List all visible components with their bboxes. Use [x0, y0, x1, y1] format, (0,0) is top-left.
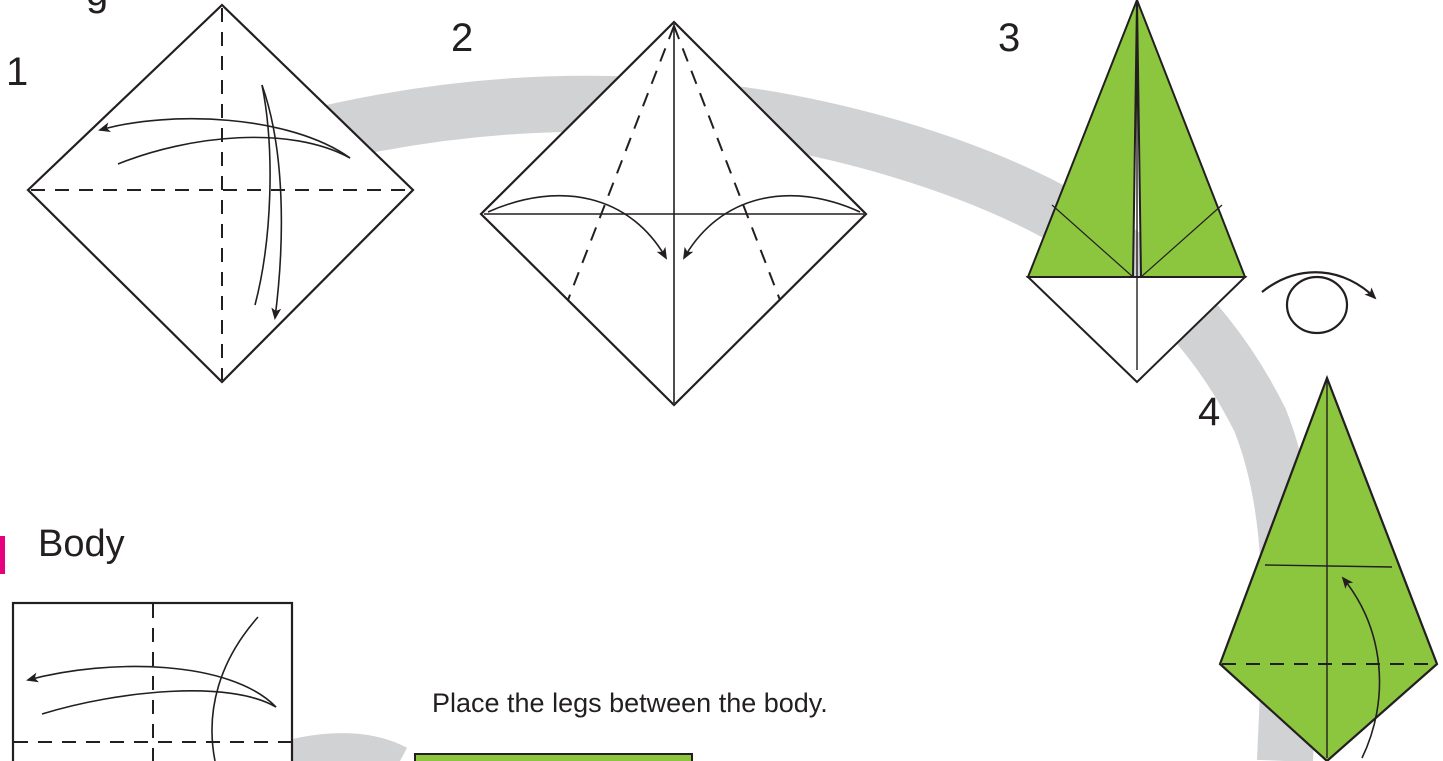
- step-3-label: 3: [998, 16, 1021, 60]
- fold-arrow-icon: [1341, 576, 1381, 759]
- fold-arrow-icon: [26, 665, 277, 708]
- instruction-text: Place the legs between the body.: [432, 688, 828, 718]
- paper-green-left: [1026, 0, 1138, 278]
- valley-fold-left: [567, 25, 675, 301]
- title-fragment: g: [86, 0, 108, 12]
- paper-square: [26, 3, 415, 384]
- legs-piece: [414, 753, 693, 761]
- step-1-label: 1: [6, 50, 29, 94]
- step-1-diagram: [26, 3, 415, 384]
- fold-arrow-icon: [98, 117, 351, 159]
- fold-arrow-icon: [261, 84, 283, 320]
- paper-green-kite: [1218, 374, 1439, 761]
- paper-green-right: [1136, 0, 1247, 278]
- body-flow-path: [286, 733, 408, 761]
- section-marker: [0, 536, 5, 574]
- body-step-diagram: [11, 601, 294, 761]
- section-title-body: Body: [38, 523, 125, 565]
- step-2-label: 2: [451, 16, 474, 60]
- fold-arrow-icon: [683, 194, 861, 260]
- step-2-diagram: [479, 20, 868, 407]
- valley-fold-right: [673, 25, 781, 301]
- step-3-diagram: [1025, 0, 1248, 384]
- step-4-diagram: [1218, 374, 1439, 761]
- turn-over-icon: [1261, 271, 1377, 335]
- fold-arrow-icon: [487, 194, 667, 260]
- step-4-label: 4: [1198, 390, 1221, 434]
